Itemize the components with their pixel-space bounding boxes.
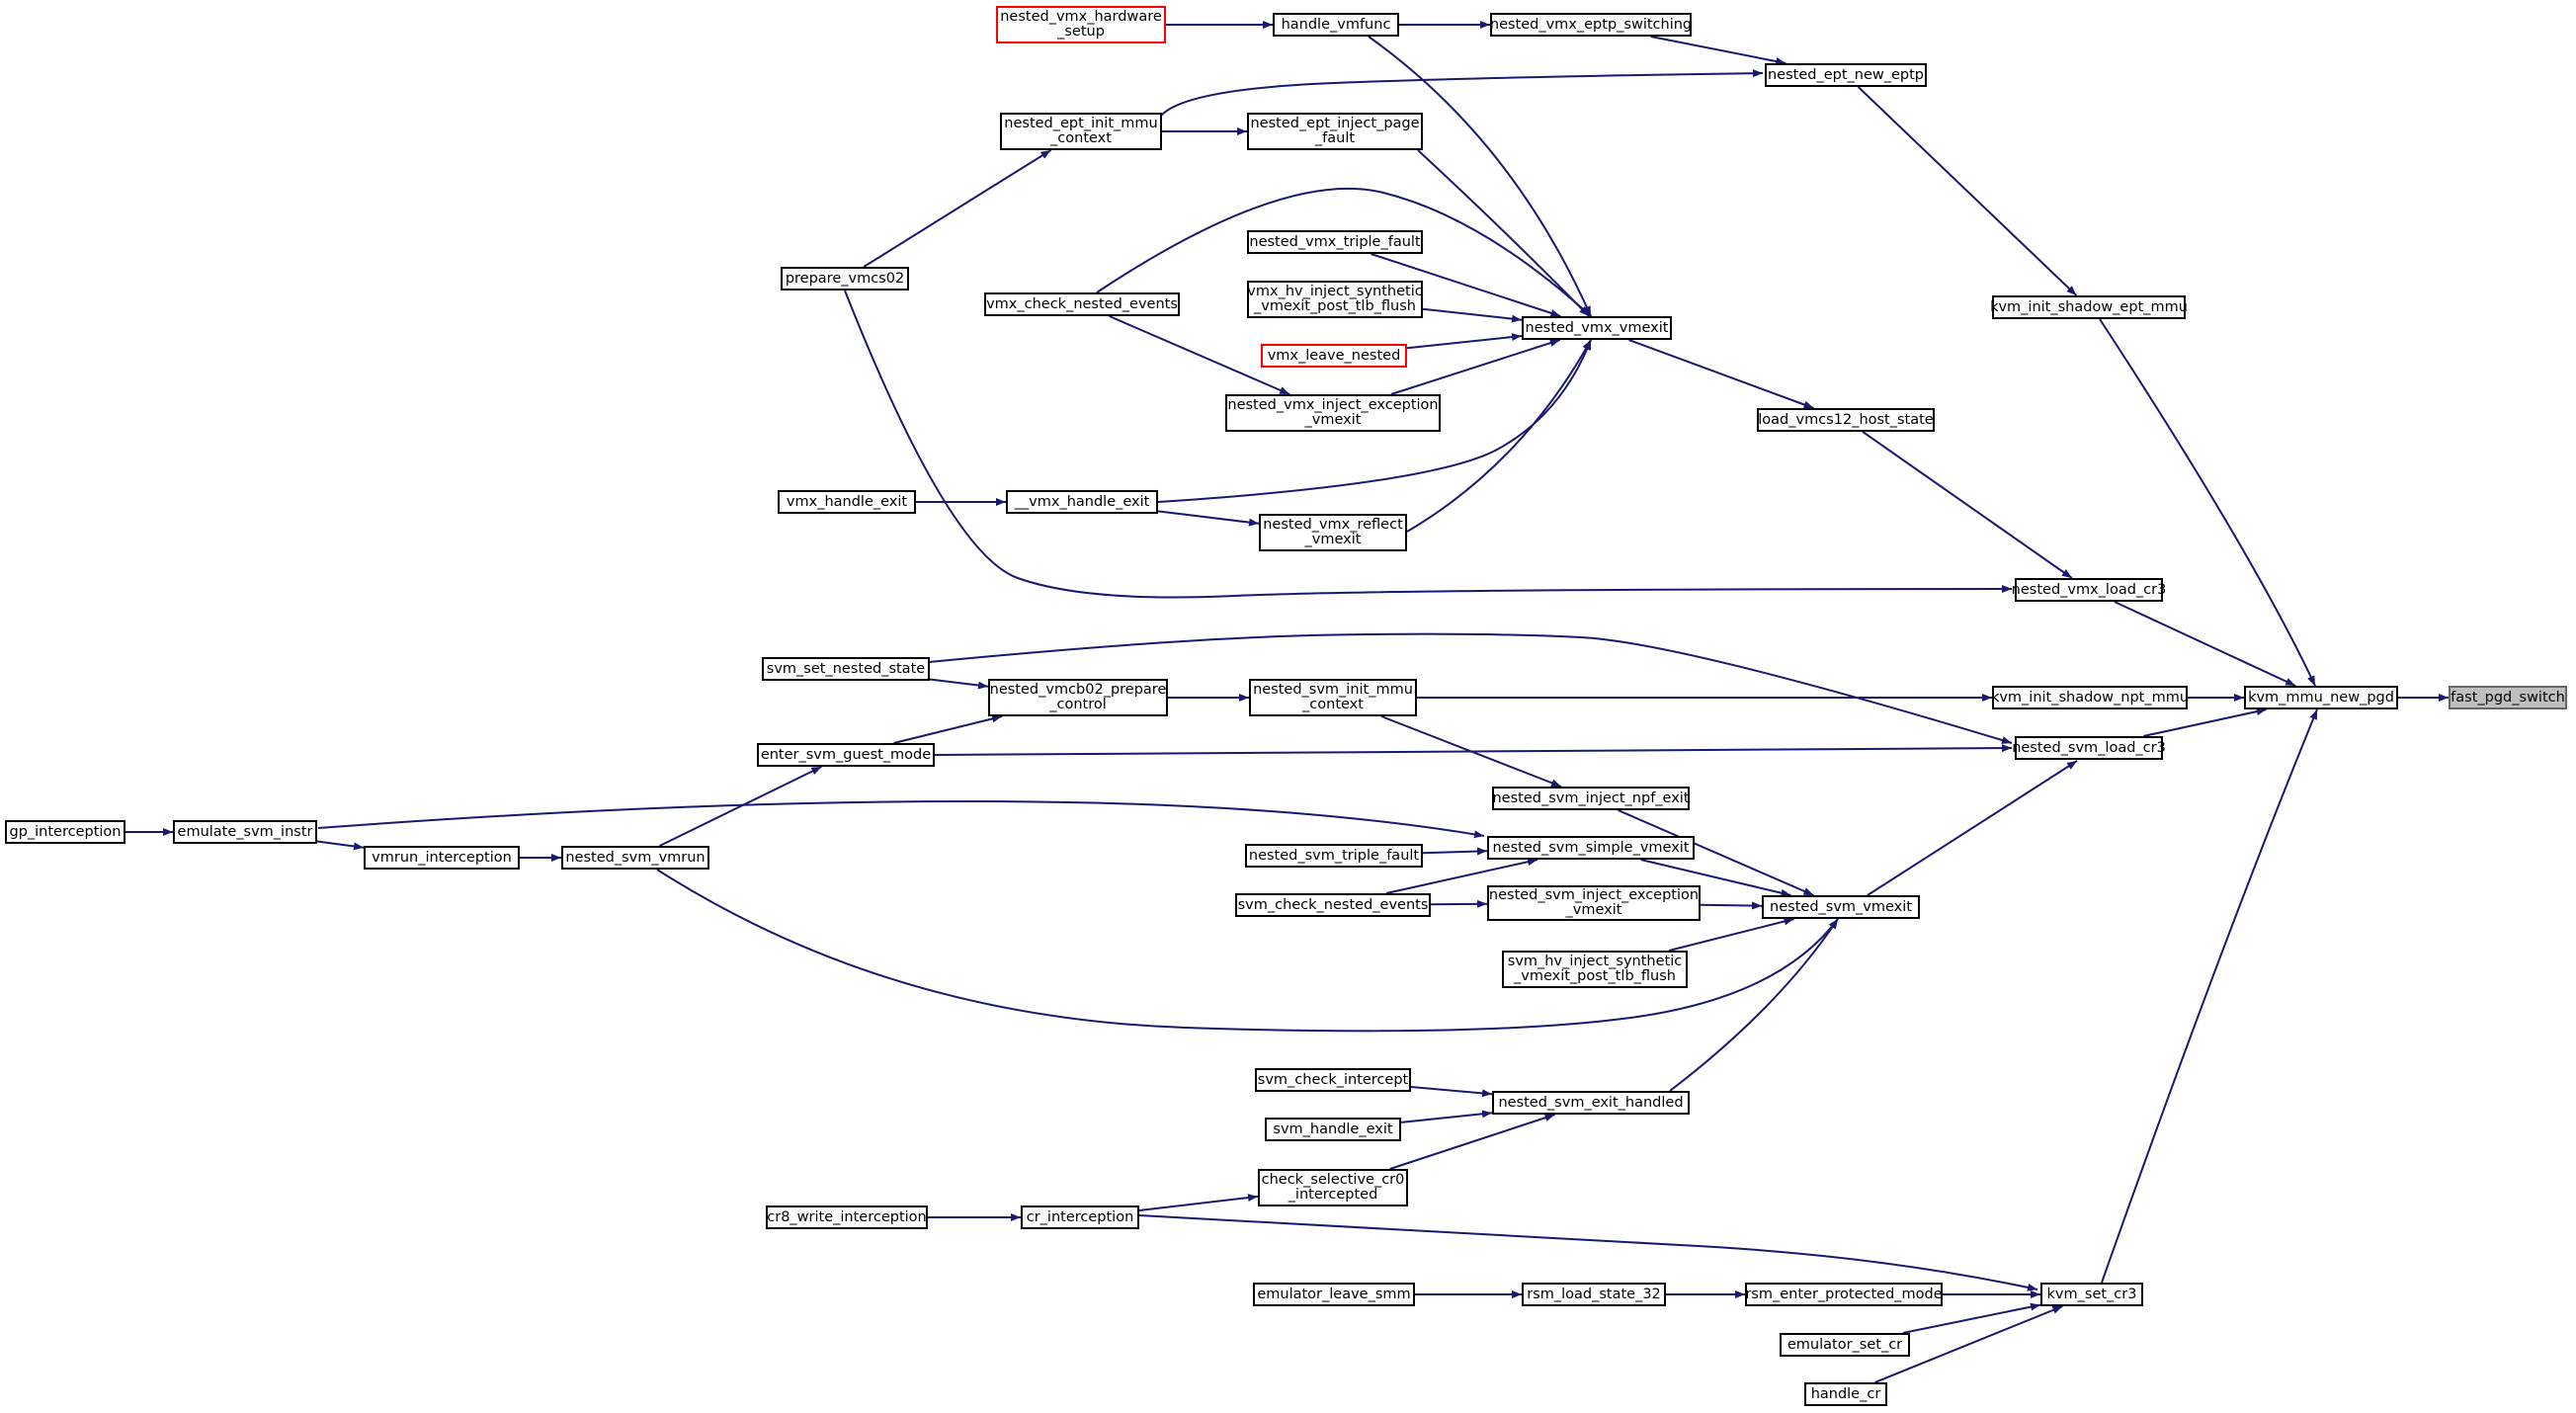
edge-svm-check-nested-events-to-nested-svm-simple-vmexit xyxy=(1385,858,1538,894)
edge-svm-handle-exit-to-nested-svm-exit-handled xyxy=(1400,1110,1493,1123)
edge-handle-vmfunc-to-nested-vmx-vmexit xyxy=(1368,36,1592,317)
edge-emulator-set-cr-to-kvm-set-cr3 xyxy=(1902,1302,2041,1334)
node-fast-pgd-switch: fast_pgd_switch xyxy=(2449,686,2567,709)
node-nested-ept-inject-page-fault[interactable]: nested_ept_inject_page _fault xyxy=(1247,113,1423,150)
node-handle-vmfunc[interactable]: handle_vmfunc xyxy=(1273,13,1399,37)
edge-vmx-check-nested-events-to-nested-vmx-vmexit xyxy=(1096,187,1592,317)
edge-nested-svm-vmrun-to-enter-svm-guest-mode xyxy=(659,766,822,847)
node-kvm-mmu-new-pgd[interactable]: kvm_mmu_new_pgd xyxy=(2244,686,2398,709)
node-emulate-svm-instr[interactable]: emulate_svm_instr xyxy=(173,820,317,844)
edge-emulate-svm-instr-to-nested-svm-simple-vmexit xyxy=(317,799,1485,839)
edge-nested-svm-vmexit-to-nested-svm-load-cr3 xyxy=(1867,760,2078,896)
node-handle-cr[interactable]: handle_cr xyxy=(1804,1382,1887,1406)
edge-handle-cr-to-kvm-set-cr3 xyxy=(1874,1305,2063,1383)
edge-svm-check-nested-events-to-nested-svm-inject-exception-vmexit xyxy=(1430,899,1488,908)
node-nested-vmx-eptp-switching[interactable]: nested_vmx_eptp_switching xyxy=(1490,13,1692,37)
node-vmx-check-nested-events[interactable]: vmx_check_nested_events xyxy=(984,292,1180,316)
node-kvm-init-shadow-ept-mmu[interactable]: kvm_init_shadow_ept_mmu xyxy=(1990,295,2188,319)
node-nested-vmx-hardware-setup[interactable]: nested_vmx_hardware _setup xyxy=(996,6,1166,43)
node-nested-svm-inject-exception-vmexit[interactable]: nested_svm_inject_exception _vmexit xyxy=(1487,885,1701,921)
edge-nested-vmx-vmexit-to-load-vmcs12-host-state xyxy=(1628,339,1814,409)
node-nested-vmx-vmexit[interactable]: nested_vmx_vmexit xyxy=(1522,316,1672,340)
node-load-vmcs12-host-state[interactable]: load_vmcs12_host_state xyxy=(1757,408,1935,432)
edge-vmx-check-nested-events-to-nested-vmx-inject-exception-vmexit xyxy=(1109,315,1290,395)
edge-load-vmcs12-host-state-to-nested-vmx-load-cr3 xyxy=(1862,431,2073,579)
node-emulator-leave-smm[interactable]: emulator_leave_smm xyxy=(1253,1283,1415,1306)
node-nested-svm-inject-npf-exit[interactable]: nested_svm_inject_npf_exit xyxy=(1492,787,1690,810)
edge-prepare-vmcs02-to-nested-ept-init-mmu-context xyxy=(863,149,1052,268)
node-nested-svm-vmexit[interactable]: nested_svm_vmexit xyxy=(1762,895,1920,919)
edge-nested-vmx-load-cr3-to-kvm-mmu-new-pgd xyxy=(2114,601,2296,687)
node-nested-svm-init-mmu-context[interactable]: nested_svm_init_mmu _context xyxy=(1249,679,1417,716)
edge-check-selective-cr0-intercepted-to-nested-svm-exit-handled xyxy=(1389,1114,1555,1170)
edge-cr-interception-to-check-selective-cr0-intercepted xyxy=(1138,1194,1259,1211)
node-svm-handle-exit[interactable]: svm_handle_exit xyxy=(1265,1118,1401,1141)
node-svm-set-nested-state[interactable]: svm_set_nested_state xyxy=(762,657,930,681)
edge-nested-vmx-eptp-switching-to-nested-ept-new-eptp xyxy=(1650,36,1787,65)
edge-emulate-svm-instr-to-vmrun-interception xyxy=(316,840,365,851)
edge-kvm-init-shadow-ept-mmu-to-kvm-mmu-new-pgd xyxy=(2099,318,2316,687)
node-cr8-write-interception[interactable]: cr8_write_interception xyxy=(766,1205,928,1229)
node-nested-vmx-triple-fault[interactable]: nested_vmx_triple_fault xyxy=(1247,230,1423,254)
edge-nested-ept-new-eptp-to-kvm-init-shadow-ept-mmu xyxy=(1857,86,2078,296)
node-nested-svm-simple-vmexit[interactable]: nested_svm_simple_vmexit xyxy=(1487,836,1695,860)
edge-vmx-leave-nested-to-nested-vmx-vmexit xyxy=(1406,333,1523,350)
node-vmx-hv-inject-synthetic-vmexit-post-tlb-flush[interactable]: vmx_hv_inject_synthetic _vmexit_post_tlb… xyxy=(1247,281,1423,318)
edge-svm-set-nested-state-to-nested-vmcb02-prepare-control xyxy=(929,678,989,690)
node-vmx-leave-nested[interactable]: vmx_leave_nested xyxy=(1261,344,1407,368)
edge-svm-hv-inject-synthetic-vmexit-post-tlb-flush-to-nested-svm-vmexit xyxy=(1668,917,1794,952)
edge-nested-vmx-inject-exception-vmexit-to-nested-vmx-vmexit xyxy=(1390,339,1561,395)
edge-enter-svm-guest-mode-to-nested-vmcb02-prepare-control xyxy=(893,714,1003,744)
node-nested-ept-new-eptp[interactable]: nested_ept_new_eptp xyxy=(1765,63,1927,87)
edge-kvm-set-cr3-to-kvm-mmu-new-pgd xyxy=(2101,708,2318,1284)
edge-nested-svm-exit-handled-to-nested-svm-vmexit xyxy=(1669,918,1839,1092)
node-cr-interception[interactable]: cr_interception xyxy=(1021,1205,1139,1229)
node-nested-svm-vmrun[interactable]: nested_svm_vmrun xyxy=(561,846,709,870)
edge-nested-svm-inject-exception-vmexit-to-nested-svm-vmexit xyxy=(1700,901,1763,910)
node-svm-hv-inject-synthetic-vmexit-post-tlb-flush[interactable]: svm_hv_inject_synthetic _vmexit_post_tlb… xyxy=(1502,951,1688,988)
edge-nested-svm-init-mmu-context-to-nested-svm-inject-npf-exit xyxy=(1380,715,1562,788)
edge-prepare-vmcs02-to-nested-vmx-load-cr3 xyxy=(844,290,2013,599)
node-vmx-handle-exit[interactable]: __vmx_handle_exit xyxy=(1006,490,1158,514)
edge-nested-svm-inject-npf-exit-to-nested-svm-vmexit xyxy=(1618,809,1814,896)
edge-cr-interception-to-kvm-set-cr3 xyxy=(1138,1214,2038,1291)
node-rsm-enter-protected-mode[interactable]: rsm_enter_protected_mode xyxy=(1745,1283,1943,1306)
node-gp-interception[interactable]: gp_interception xyxy=(5,820,125,844)
node-svm-check-nested-events[interactable]: svm_check_nested_events xyxy=(1235,893,1431,917)
edge-nested-vmx-reflect-vmexit-to-nested-vmx-vmexit xyxy=(1406,339,1592,533)
node-nested-svm-exit-handled[interactable]: nested_svm_exit_handled xyxy=(1492,1091,1690,1115)
edge-nested-vmx-triple-fault-to-nested-vmx-vmexit xyxy=(1371,253,1561,317)
node-nested-svm-triple-fault[interactable]: nested_svm_triple_fault xyxy=(1245,844,1423,868)
node-prepare-vmcs02[interactable]: prepare_vmcs02 xyxy=(781,267,909,291)
edge-svm-set-nested-state-to-nested-svm-load-cr3 xyxy=(928,632,2013,744)
node-nested-ept-init-mmu-context[interactable]: nested_ept_init_mmu _context xyxy=(1000,113,1162,150)
node-emulator-set-cr[interactable]: emulator_set_cr xyxy=(1780,1333,1910,1357)
edge-nested-svm-load-cr3-to-kvm-mmu-new-pgd xyxy=(2143,707,2267,737)
node-vmrun-interception[interactable]: vmrun_interception xyxy=(364,846,520,870)
node-enter-svm-guest-mode[interactable]: enter_svm_guest_mode xyxy=(757,743,935,767)
node-kvm-init-shadow-npt-mmu[interactable]: kvm_init_shadow_npt_mmu xyxy=(1991,686,2189,709)
edge-nested-svm-triple-fault-to-nested-svm-simple-vmexit xyxy=(1422,847,1488,856)
node-nested-vmx-load-cr3[interactable]: nested_vmx_load_cr3 xyxy=(2012,578,2166,602)
node-kvm-set-cr3[interactable]: kvm_set_cr3 xyxy=(2040,1283,2143,1306)
node-vmx-handle-exit[interactable]: vmx_handle_exit xyxy=(778,490,916,514)
edge-nested-ept-init-mmu-context-to-nested-ept-new-eptp xyxy=(1160,69,1764,117)
node-check-selective-cr0-intercepted[interactable]: check_selective_cr0 _intercepted xyxy=(1258,1169,1408,1206)
edge-enter-svm-guest-mode-to-nested-svm-load-cr3 xyxy=(934,744,2013,756)
node-svm-check-intercept[interactable]: svm_check_intercept xyxy=(1255,1068,1411,1092)
node-nested-svm-load-cr3[interactable]: nested_svm_load_cr3 xyxy=(2012,736,2166,760)
edge-svm-check-intercept-to-nested-svm-exit-handled xyxy=(1410,1086,1493,1098)
node-rsm-load-state-32[interactable]: rsm_load_state_32 xyxy=(1522,1283,1666,1306)
node-nested-vmcb02-prepare-control[interactable]: nested_vmcb02_prepare _control xyxy=(988,679,1168,716)
edge-vmx-handle-exit-to-nested-vmx-vmexit xyxy=(1157,339,1592,503)
edge-nested-svm-simple-vmexit-to-nested-svm-vmexit xyxy=(1640,859,1791,897)
edge-nested-svm-vmrun-to-nested-svm-vmexit xyxy=(656,869,1839,1033)
node-nested-vmx-reflect-vmexit[interactable]: nested_vmx_reflect _vmexit xyxy=(1259,514,1407,551)
edge-vmx-handle-exit-to-nested-vmx-reflect-vmexit xyxy=(1157,510,1260,527)
node-nested-vmx-inject-exception-vmexit[interactable]: nested_vmx_inject_exception _vmexit xyxy=(1225,394,1441,432)
edge-vmx-hv-inject-synthetic-vmexit-post-tlb-flush-to-nested-vmx-vmexit xyxy=(1422,307,1523,323)
